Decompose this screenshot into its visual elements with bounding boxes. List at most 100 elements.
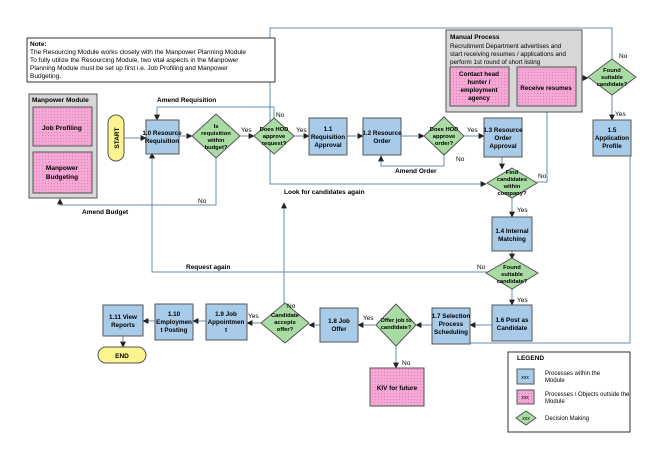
decision-hod-request: Does HOD approve request? xyxy=(253,117,295,155)
process-label: 1.10 xyxy=(168,311,181,318)
decision-label: Found xyxy=(503,265,521,271)
process-label: Profile xyxy=(602,143,622,150)
no-label: No xyxy=(538,173,547,180)
process-label: Employmen xyxy=(156,319,192,326)
process-label: 1.5 xyxy=(608,127,617,134)
manual-process-line: Recruitment Department advertises and xyxy=(450,43,562,50)
legend-item-label: Decision Making xyxy=(545,416,589,422)
yes-label: Yes xyxy=(363,315,374,322)
kiv-box: KIV for future xyxy=(369,367,425,407)
manual-process-group: Manual Process Recruitment Department ad… xyxy=(445,29,583,113)
decision-label: budget? xyxy=(205,145,228,151)
contact-hunter-label: hunter / xyxy=(467,79,490,86)
look-again-label: Look for candidates again xyxy=(284,189,365,196)
request-again-label: Request again xyxy=(186,264,230,271)
process-label: 1.1 xyxy=(324,126,333,133)
no-label: No xyxy=(402,360,411,367)
decision-label: suitable xyxy=(601,75,624,81)
end-terminal: END xyxy=(97,346,147,364)
decision-found-suitable-candidate: Found suitable candidate? xyxy=(485,257,539,290)
no-label: No xyxy=(276,112,285,119)
edge-find-no xyxy=(537,91,550,183)
start-label: START xyxy=(114,127,121,148)
decision-label: suitable xyxy=(501,272,524,278)
contact-hunter-label: employment xyxy=(460,87,498,94)
edge-found-no-loop xyxy=(269,27,613,187)
manpower-budgeting-box: Manpower Budgeting xyxy=(32,151,93,194)
manual-process-line: start receiving resumes / applications a… xyxy=(450,51,566,58)
process-label: 1.4 Internal xyxy=(495,228,528,235)
yes-label: Yes xyxy=(615,111,626,118)
process-1-6: 1.6 Post as Candidate xyxy=(491,304,533,342)
no-label: No xyxy=(456,156,465,163)
note-line: Planning Module must be set up first i.e… xyxy=(30,65,229,72)
yes-label: Yes xyxy=(241,127,252,134)
start-terminal: START xyxy=(107,114,125,162)
decision-label: Find xyxy=(506,170,519,176)
legend-item-decision: xxx Decision Making xyxy=(515,410,589,426)
manpower-module-title: Manpower Module xyxy=(32,97,89,104)
decision-label: offer? xyxy=(277,327,294,333)
process-1-10: 1.10 Employmen t Posting xyxy=(154,303,194,341)
decision-within-budget: Is requisition within budget? xyxy=(191,113,241,159)
receive-resumes-box: Receive resumes xyxy=(516,66,577,107)
decision-label: Is xyxy=(214,124,219,130)
process-label: 1.9 Job xyxy=(215,311,237,318)
process-label: 1.6 Post as xyxy=(496,317,529,324)
decision-label: approve xyxy=(263,134,286,140)
decision-label: candidate? xyxy=(497,279,528,285)
no-label: No xyxy=(619,53,628,60)
yes-label: Yes xyxy=(517,207,528,214)
process-1-1: 1.1 Requisition Approval xyxy=(308,117,348,156)
process-label: Scheduling xyxy=(434,329,468,336)
process-label: t xyxy=(225,327,228,334)
process-1-9: 1.9 Job Appointmen t xyxy=(205,303,248,341)
yes-label: Yes xyxy=(517,297,528,304)
decision-label: candidate? xyxy=(381,325,412,331)
decision-label: within xyxy=(207,138,225,144)
yes-label: Yes xyxy=(248,313,259,320)
decision-label: candidate? xyxy=(597,82,628,88)
process-label: 1.2 Resource xyxy=(362,130,402,137)
decision-offer-job: Offer job to candidate? xyxy=(375,303,417,347)
note-title: Note: xyxy=(30,41,47,48)
decision-label: approve xyxy=(433,134,456,140)
decision-label: candidates xyxy=(497,177,527,183)
decision-candidate-accepts: Candidate accepts offer? xyxy=(260,302,310,344)
decision-label: requisition xyxy=(201,131,231,137)
note-box: Note: The Resourcing Module works closel… xyxy=(26,37,276,83)
edge-labels: Amend Requisition Amend Budget Amend Ord… xyxy=(82,53,628,367)
manpower-budgeting-label: Budgeting xyxy=(46,174,78,181)
process-label: Process xyxy=(439,321,464,328)
edge-budget-no xyxy=(57,158,217,206)
job-profiling-box: Job Profiling xyxy=(32,106,93,147)
edge-found-cand-no xyxy=(149,152,493,273)
legend-item-label: Processes within the xyxy=(545,371,601,377)
decision-label: Does HOD xyxy=(260,127,289,133)
process-label: 1.7 Selection xyxy=(432,313,471,320)
process-1-2: 1.2 Resource Order xyxy=(362,117,402,156)
process-label: Order xyxy=(373,138,391,145)
yes-label: Yes xyxy=(467,127,478,134)
decision-label: company? xyxy=(498,191,527,197)
manual-process-title: Manual Process xyxy=(450,34,500,41)
process-label: 1.8 Job xyxy=(328,318,350,325)
process-1-8: 1.8 Job Offer xyxy=(319,307,359,343)
manpower-budgeting-label: Manpower xyxy=(46,165,79,172)
legend-key: xxx xyxy=(522,416,530,422)
process-label: Reports xyxy=(111,322,135,329)
edge-hod-reject-request xyxy=(154,106,275,121)
decision-label: accepts xyxy=(274,320,296,326)
manpower-module-group: Manpower Module Job Profiling Manpower B… xyxy=(28,93,98,199)
decision-hod-order: Does HOD approve order? xyxy=(423,116,465,156)
decision-label: Found xyxy=(603,68,621,74)
contact-hunter-box: Contact head hunter / employment agency xyxy=(449,66,510,107)
contact-hunter-label: agency xyxy=(468,95,490,102)
decision-found-suitable-applicant: Found suitable candidate? xyxy=(587,58,637,96)
process-label: Candidate xyxy=(497,325,528,332)
amend-order-label: Amend Order xyxy=(395,168,437,175)
process-label: Approval xyxy=(489,143,517,150)
process-1-5: 1.5 Application Profile xyxy=(592,119,632,157)
legend-title: LEGEND xyxy=(517,355,544,362)
